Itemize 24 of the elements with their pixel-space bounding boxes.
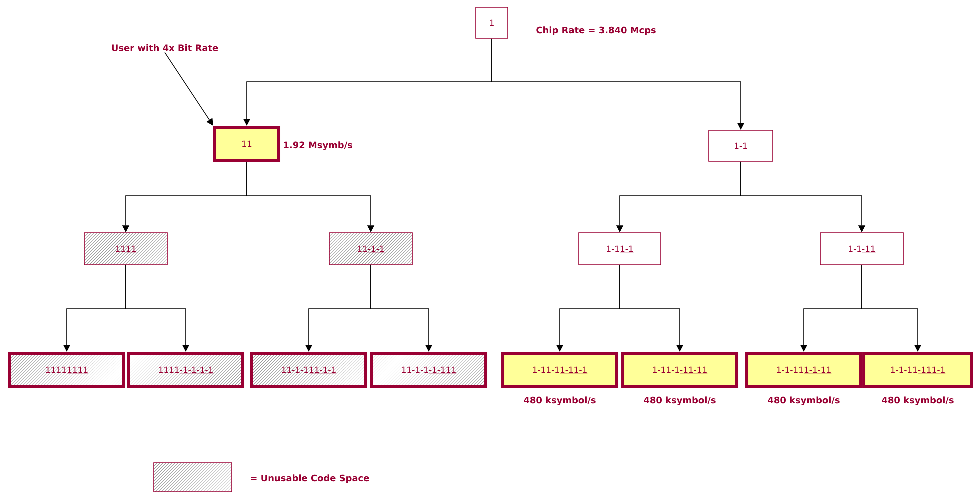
rate-label: 480 ksymbol/s <box>524 396 596 406</box>
rate-label: 1.92 Msymb/s <box>284 142 352 150</box>
code-box: 11-1-1 <box>329 232 413 266</box>
rate-label: 480 ksymbol/s <box>644 396 716 406</box>
annotation-text: User with 4x Bit Rate <box>112 44 218 52</box>
code-box: 11-1-1-1-111 <box>370 352 488 388</box>
code-box: 1-1-111-1-11 <box>746 352 862 388</box>
leader-arrow <box>164 52 214 126</box>
legend-text: = Unusable Code Space <box>251 474 370 484</box>
code-box: 1-11-1 <box>578 232 662 266</box>
code-box: 1-1-11-111-1 <box>862 352 973 388</box>
rate-label: Chip Rate = 3.840 Mcps <box>536 26 656 36</box>
code-box: 1111-1-1-1-1 <box>128 352 244 388</box>
code-box: 1-1-11 <box>820 232 904 266</box>
rate-label: 480 ksymbol/s <box>882 396 954 406</box>
rate-label: 480 ksymbol/s <box>768 396 840 406</box>
code-box: 1-11-1-11-11 <box>622 352 738 388</box>
code-box: 11111111 <box>8 352 126 388</box>
code-box: 11-1-111-1-1 <box>250 352 368 388</box>
code-box: 1 <box>476 7 508 39</box>
code-box: 11 <box>214 126 280 162</box>
code-box: 1-11-11-11-1 <box>502 352 618 388</box>
code-box: 1-1 <box>708 130 774 162</box>
code-box: 1111 <box>84 232 168 266</box>
